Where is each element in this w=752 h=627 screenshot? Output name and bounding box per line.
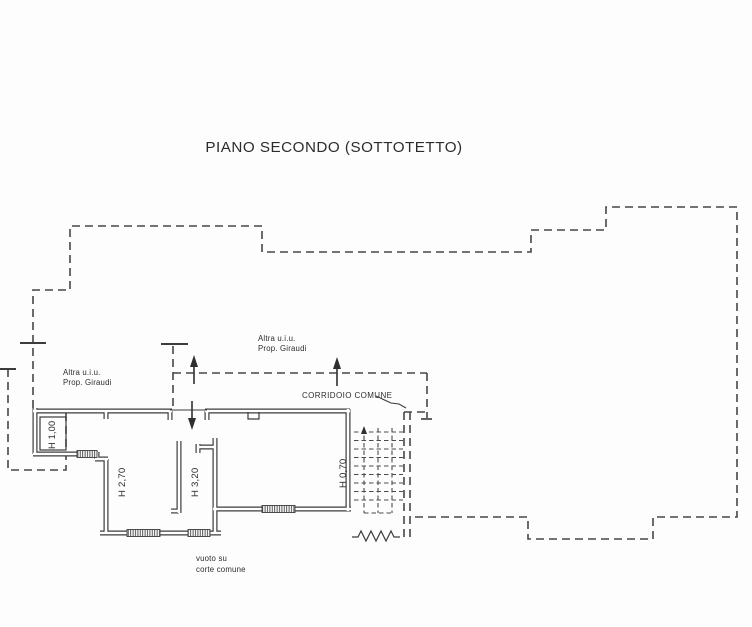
corridor-leader-line — [375, 395, 407, 409]
label-neighbor-left-line1: Altra u.i.u. — [63, 368, 101, 377]
entrance-arrowhead — [188, 418, 196, 430]
window-hatch — [76, 450, 98, 458]
label-height-room-west: H 2,70 — [117, 468, 128, 497]
window-hatch — [126, 529, 161, 537]
roof-perimeter-line — [32, 206, 738, 540]
label-vuoto-line2: corte comune — [196, 565, 246, 574]
page-title: PIANO SECONDO (SOTTOTETTO) — [205, 139, 462, 156]
label-height-closet: H 1,00 — [47, 421, 57, 449]
label-neighbor-left-line2: Prop. Giraudi — [63, 378, 112, 387]
staircase — [352, 426, 403, 543]
label-height-room-center: H 3,20 — [190, 468, 201, 497]
windows — [76, 450, 296, 537]
stair-break-zigzag — [352, 529, 400, 543]
label-corridoio-comune: CORRIDOIO COMUNE — [302, 391, 392, 400]
window-hatch — [187, 529, 211, 537]
wall-notch — [247, 412, 260, 420]
stair-direction-arrowhead — [361, 426, 367, 434]
label-neighbor-center-line2: Prop. Giraudi — [258, 344, 307, 353]
label-height-room-east: H 0,70 — [338, 459, 349, 488]
closet-box — [39, 416, 67, 451]
corridor-arrowhead — [190, 355, 198, 367]
window-hatch — [261, 505, 296, 513]
label-neighbor-center-line1: Altra u.i.u. — [258, 334, 296, 343]
unit-walls-core — [33, 408, 351, 535]
direction-arrows — [188, 355, 341, 430]
corridor-arrowhead — [333, 357, 341, 369]
boundary-ticks — [0, 342, 432, 420]
label-vuoto-line1: vuoto su — [196, 554, 227, 563]
